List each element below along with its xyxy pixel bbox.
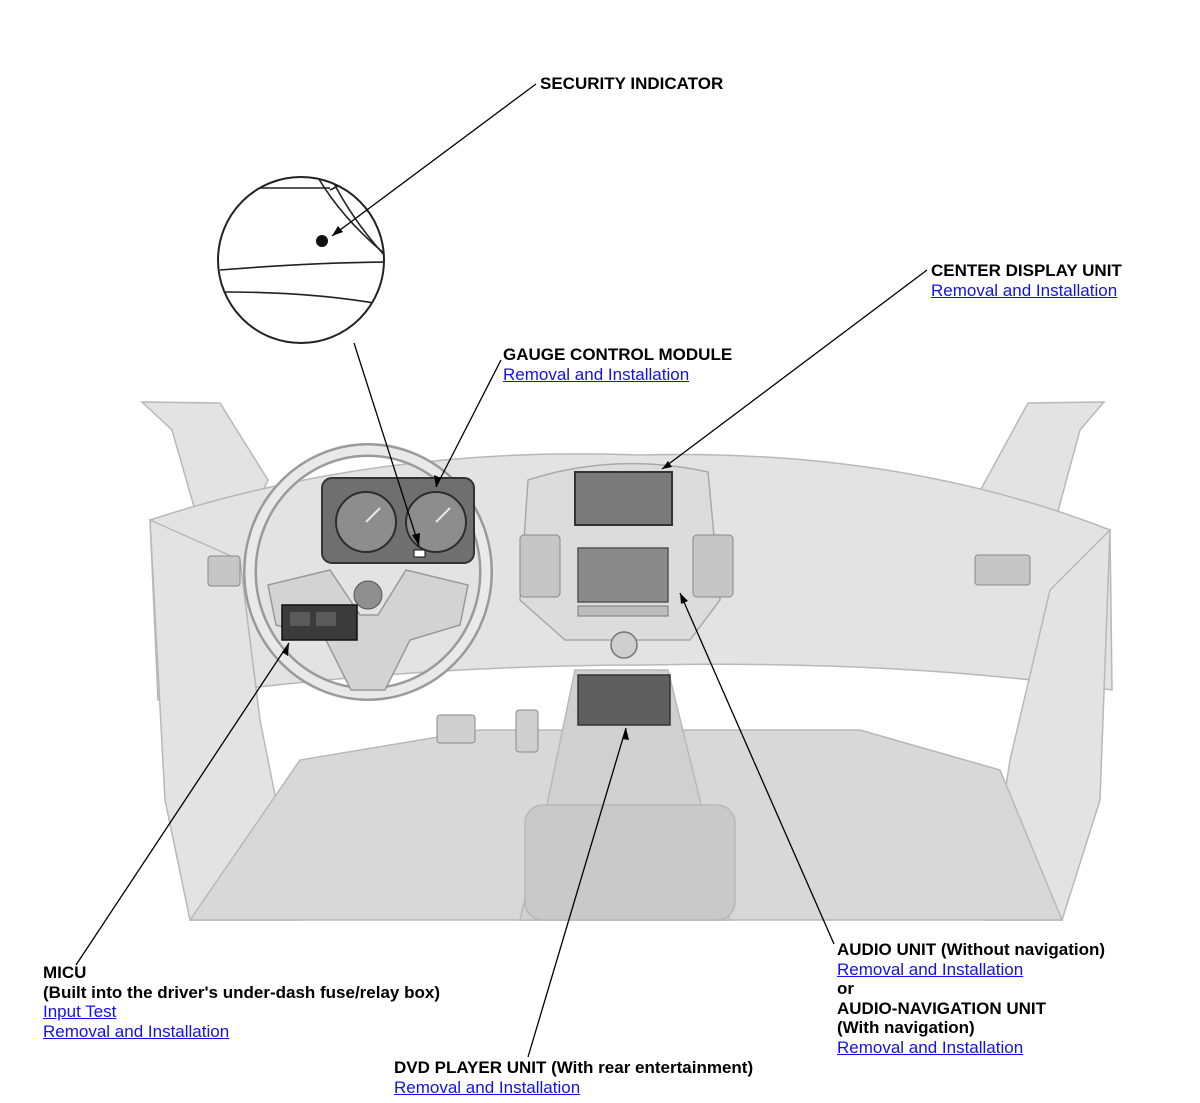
micu-input-test-link[interactable]: Input Test	[43, 1002, 117, 1021]
center-display-label: CENTER DISPLAY UNIT Removal and Installa…	[931, 261, 1122, 300]
micu-removal-link[interactable]: Removal and Installation	[43, 1021, 230, 1041]
center-display-screen	[574, 471, 673, 526]
steering-wheel-icon	[243, 443, 493, 701]
audio-unit-removal-link[interactable]: Removal and Installation	[837, 959, 1024, 979]
micu-box-icon	[281, 604, 358, 641]
dvd-player-title: DVD PLAYER UNIT (With rear entertainment…	[394, 1058, 754, 1077]
audio-navigation-removal-link[interactable]: Removal and Installation	[837, 1037, 1024, 1057]
leader-zoom-to-cluster	[353, 342, 420, 547]
zoom-circle-icon	[217, 176, 385, 344]
security-indicator-title: SECURITY INDICATOR	[540, 74, 724, 93]
zoom-indicator-dot	[316, 235, 328, 247]
leader-gauge	[435, 359, 502, 488]
leader-micu	[75, 642, 290, 966]
audio-navigation-unit-title: AUDIO-NAVIGATION UNIT	[837, 998, 1047, 1018]
audio-unit-label: AUDIO UNIT (Without navigation) Removal …	[837, 940, 1105, 1057]
gauge-cluster-icon	[321, 477, 475, 564]
leader-lines	[75, 83, 928, 1058]
center-display-removal-link[interactable]: Removal and Installation	[931, 280, 1118, 300]
gauge-control-removal-link[interactable]: Removal and Installation	[503, 364, 690, 384]
center-armrest	[524, 804, 736, 921]
pedals	[436, 709, 539, 753]
dvd-player-slot	[577, 674, 671, 726]
leader-dvd	[527, 727, 627, 1058]
dvd-player-label: DVD PLAYER UNIT (With rear entertainment…	[394, 1058, 753, 1097]
center-display-title: CENTER DISPLAY UNIT	[931, 261, 1122, 280]
micu-title: MICU	[43, 963, 87, 982]
leader-audio	[679, 592, 835, 945]
leader-security	[331, 83, 537, 237]
leader-arrowheads	[282, 226, 688, 740]
center-stack	[207, 462, 1031, 726]
audio-knob	[610, 631, 638, 659]
gauge-control-label: GAUGE CONTROL MODULE Removal and Install…	[503, 345, 732, 384]
audio-navigation-subtitle: (With navigation)	[837, 1018, 975, 1037]
dvd-player-removal-link[interactable]: Removal and Installation	[394, 1077, 581, 1097]
micu-subtitle: (Built into the driver's under-dash fuse…	[43, 982, 440, 1002]
security-indicator-label: SECURITY INDICATOR	[540, 74, 723, 94]
leader-center-display	[661, 269, 928, 470]
audio-unit-title: AUDIO UNIT (Without navigation)	[837, 940, 1106, 959]
security-indicator-spot	[413, 549, 426, 558]
audio-unit-screen	[577, 547, 669, 603]
micu-label: MICU (Built into the driver's under-dash…	[43, 963, 440, 1041]
audio-or-text: or	[837, 979, 854, 998]
gauge-control-title: GAUGE CONTROL MODULE	[503, 345, 733, 364]
